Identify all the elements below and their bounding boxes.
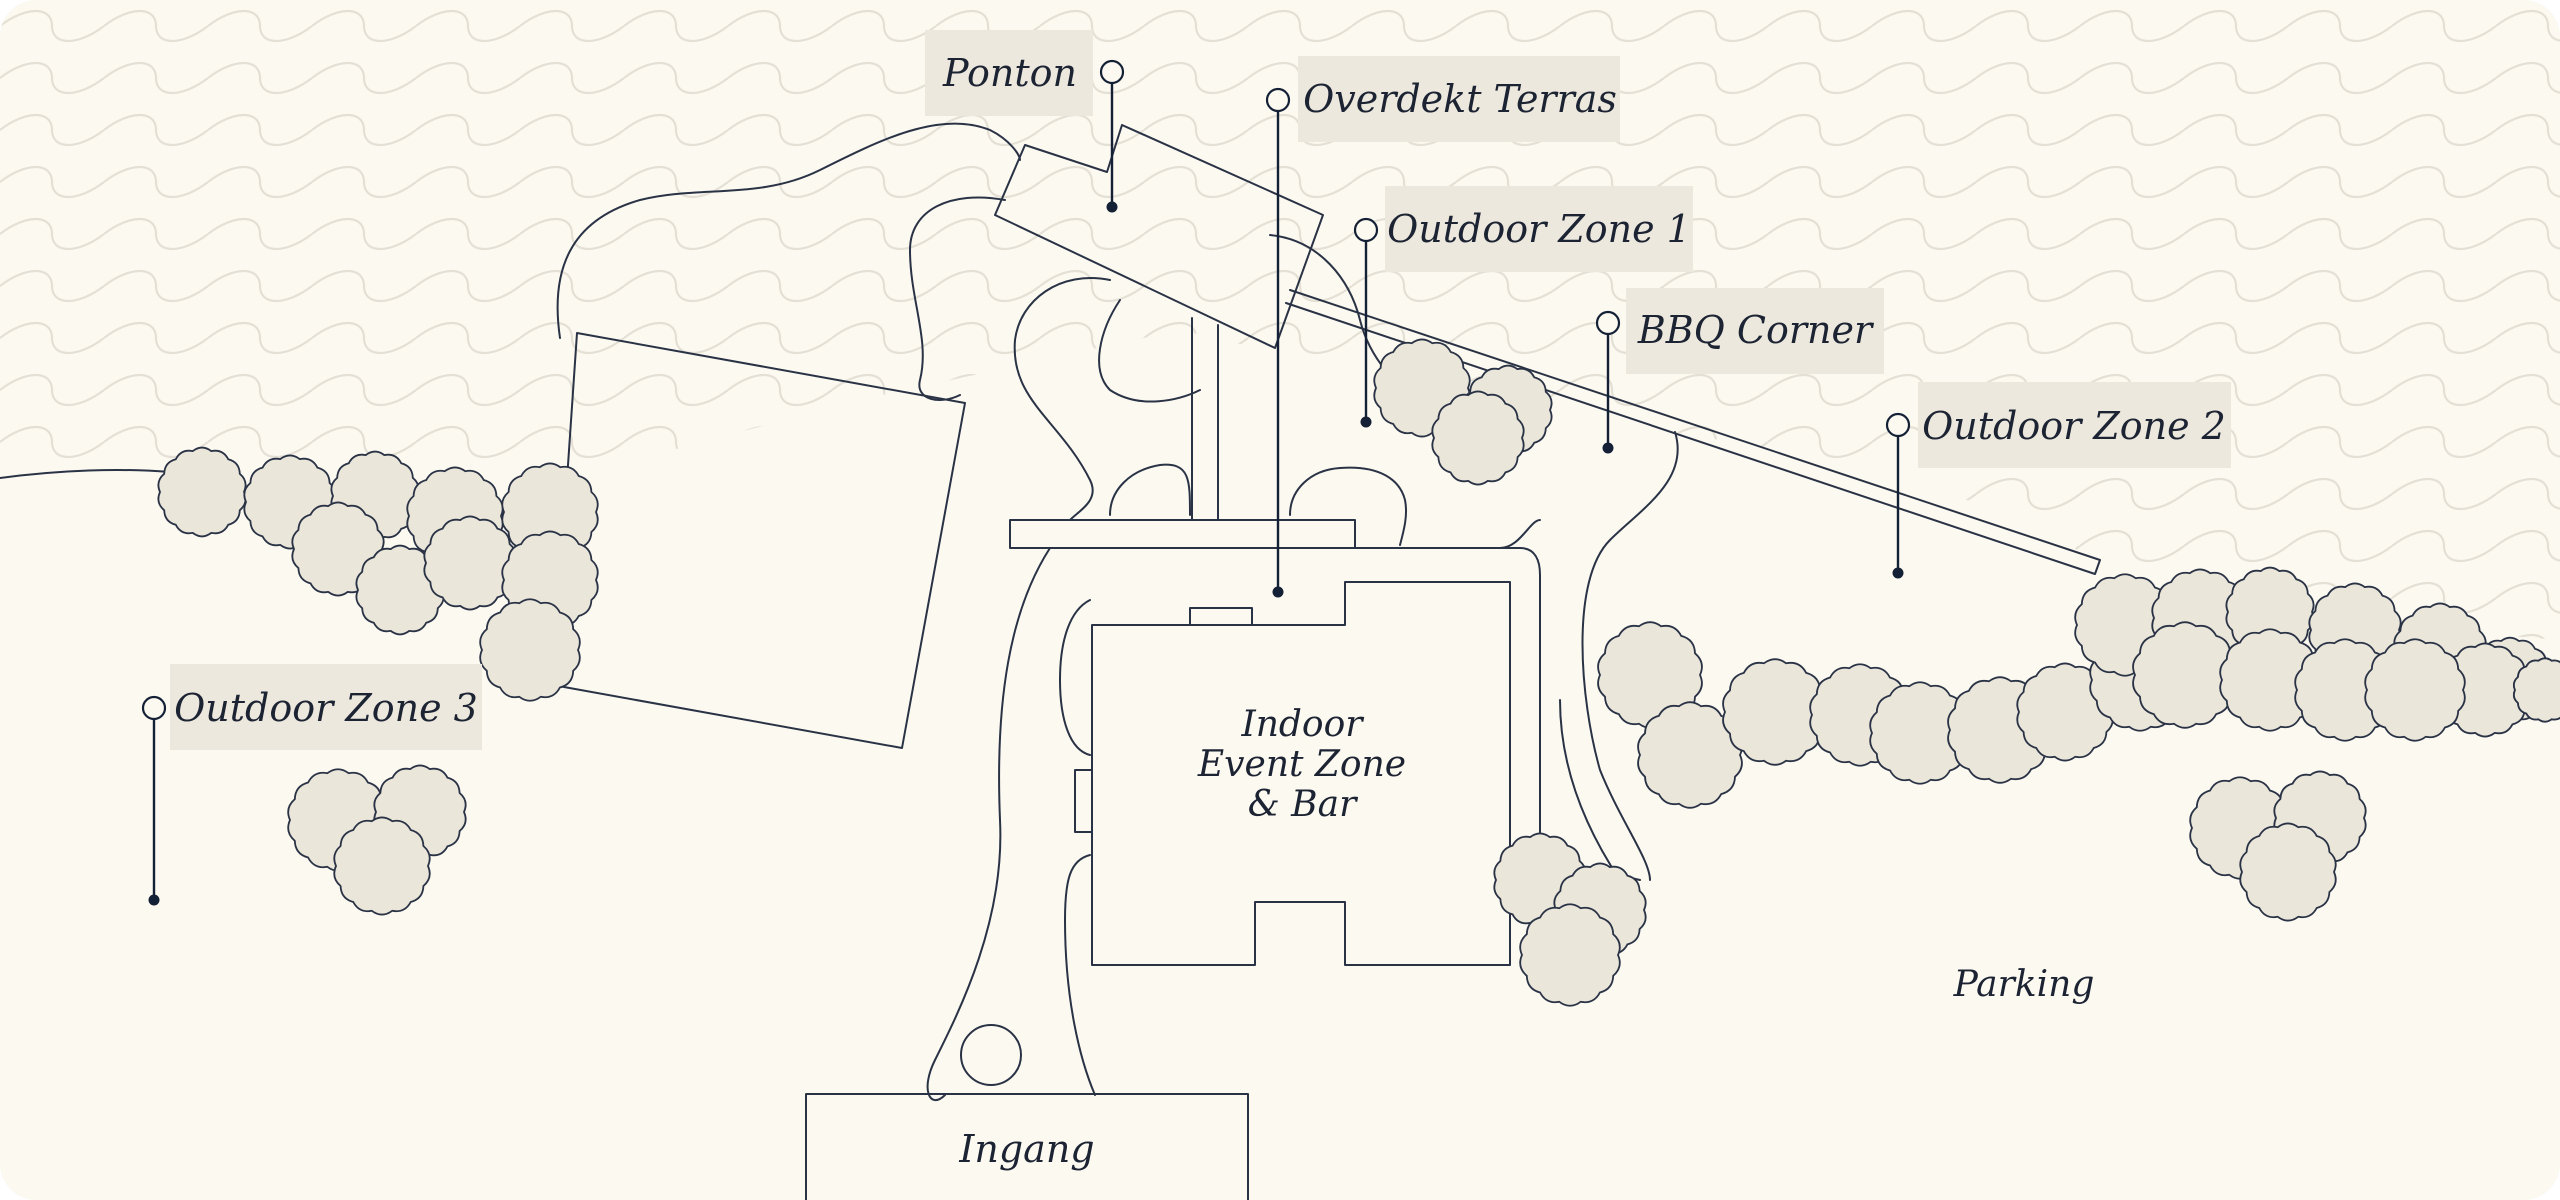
terrace-deck xyxy=(1009,519,1356,549)
lawn-path-4 xyxy=(1109,463,1191,516)
tree-icon xyxy=(2512,657,2560,723)
label-box-ponton[interactable] xyxy=(925,30,1093,116)
tree-icon xyxy=(1431,390,1525,486)
indoor-label-line3: & Bar xyxy=(1248,784,1358,825)
label-overdekt-terras: Overdekt Terras xyxy=(1303,77,1617,121)
label-outdoor-zone-3: Outdoor Zone 3 xyxy=(174,686,478,730)
pin-marker-bbq-corner[interactable] xyxy=(1595,310,1621,336)
tree-icon xyxy=(157,446,247,538)
label-box-bbq-corner[interactable] xyxy=(1626,288,1884,374)
tree-icon xyxy=(333,816,431,916)
tree-icon xyxy=(2219,628,2321,732)
label-box-overdekt-terras[interactable] xyxy=(1298,56,1620,142)
indoor-label-line2: Event Zone xyxy=(1197,744,1406,785)
lawn-path-2 xyxy=(1098,299,1201,403)
pin-marker-overdekt-terras[interactable] xyxy=(1265,87,1291,113)
entrance-building xyxy=(805,1093,1249,1200)
pin-dot-outdoor-zone-3 xyxy=(148,894,160,906)
ingang-label: Ingang xyxy=(958,1127,1094,1171)
pin-marker-ponton[interactable] xyxy=(1099,59,1125,85)
label-ponton: Ponton xyxy=(942,51,1077,95)
jetty xyxy=(1285,289,2101,575)
east-path xyxy=(1581,431,1679,881)
label-box-outdoor-zone-1[interactable] xyxy=(1385,186,1693,272)
label-box-outdoor-zone-3[interactable] xyxy=(170,664,482,750)
tree-icon xyxy=(1637,701,1743,809)
ponton-building xyxy=(994,124,1324,349)
pin-dot-outdoor-zone-2 xyxy=(1892,567,1904,579)
pin-dot-outdoor-zone-1 xyxy=(1360,416,1372,428)
pin-marker-outdoor-zone-3[interactable] xyxy=(141,695,167,721)
shoreline xyxy=(0,469,171,479)
lawn-path-5 xyxy=(1289,466,1408,546)
tree-icon xyxy=(2364,638,2466,742)
pin-dot-overdekt-terras xyxy=(1272,586,1284,598)
garden-outline xyxy=(556,122,1021,339)
label-bbq-corner: BBQ Corner xyxy=(1637,308,1875,352)
tree-icon xyxy=(2239,822,2337,922)
indoor-label-line1: Indoor xyxy=(1240,704,1364,745)
tree-icon xyxy=(1519,903,1621,1007)
parking-label: Parking xyxy=(1953,964,2095,1005)
tree-icon xyxy=(1869,681,1971,785)
tree-icon xyxy=(2294,638,2396,742)
lawn-path-1 xyxy=(1013,277,1111,521)
tree-icon xyxy=(1722,658,1828,766)
walkway xyxy=(926,547,1051,1102)
pin-marker-outdoor-zone-1[interactable] xyxy=(1353,217,1379,243)
label-box-outdoor-zone-2[interactable] xyxy=(1918,382,2231,468)
tree-icon xyxy=(2132,621,2238,729)
label-outdoor-zone-1: Outdoor Zone 1 xyxy=(1387,207,1691,251)
indoor-building xyxy=(1091,581,1511,966)
fountain xyxy=(960,1024,1022,1086)
pin-dot-bbq-corner xyxy=(1602,442,1614,454)
pin-marker-outdoor-zone-2[interactable] xyxy=(1885,412,1911,438)
label-outdoor-zone-2: Outdoor Zone 2 xyxy=(1922,404,2226,448)
tree-icon xyxy=(423,515,517,611)
pin-dot-ponton xyxy=(1106,201,1118,213)
tree-icon xyxy=(479,598,581,702)
tree-icon xyxy=(355,544,445,636)
